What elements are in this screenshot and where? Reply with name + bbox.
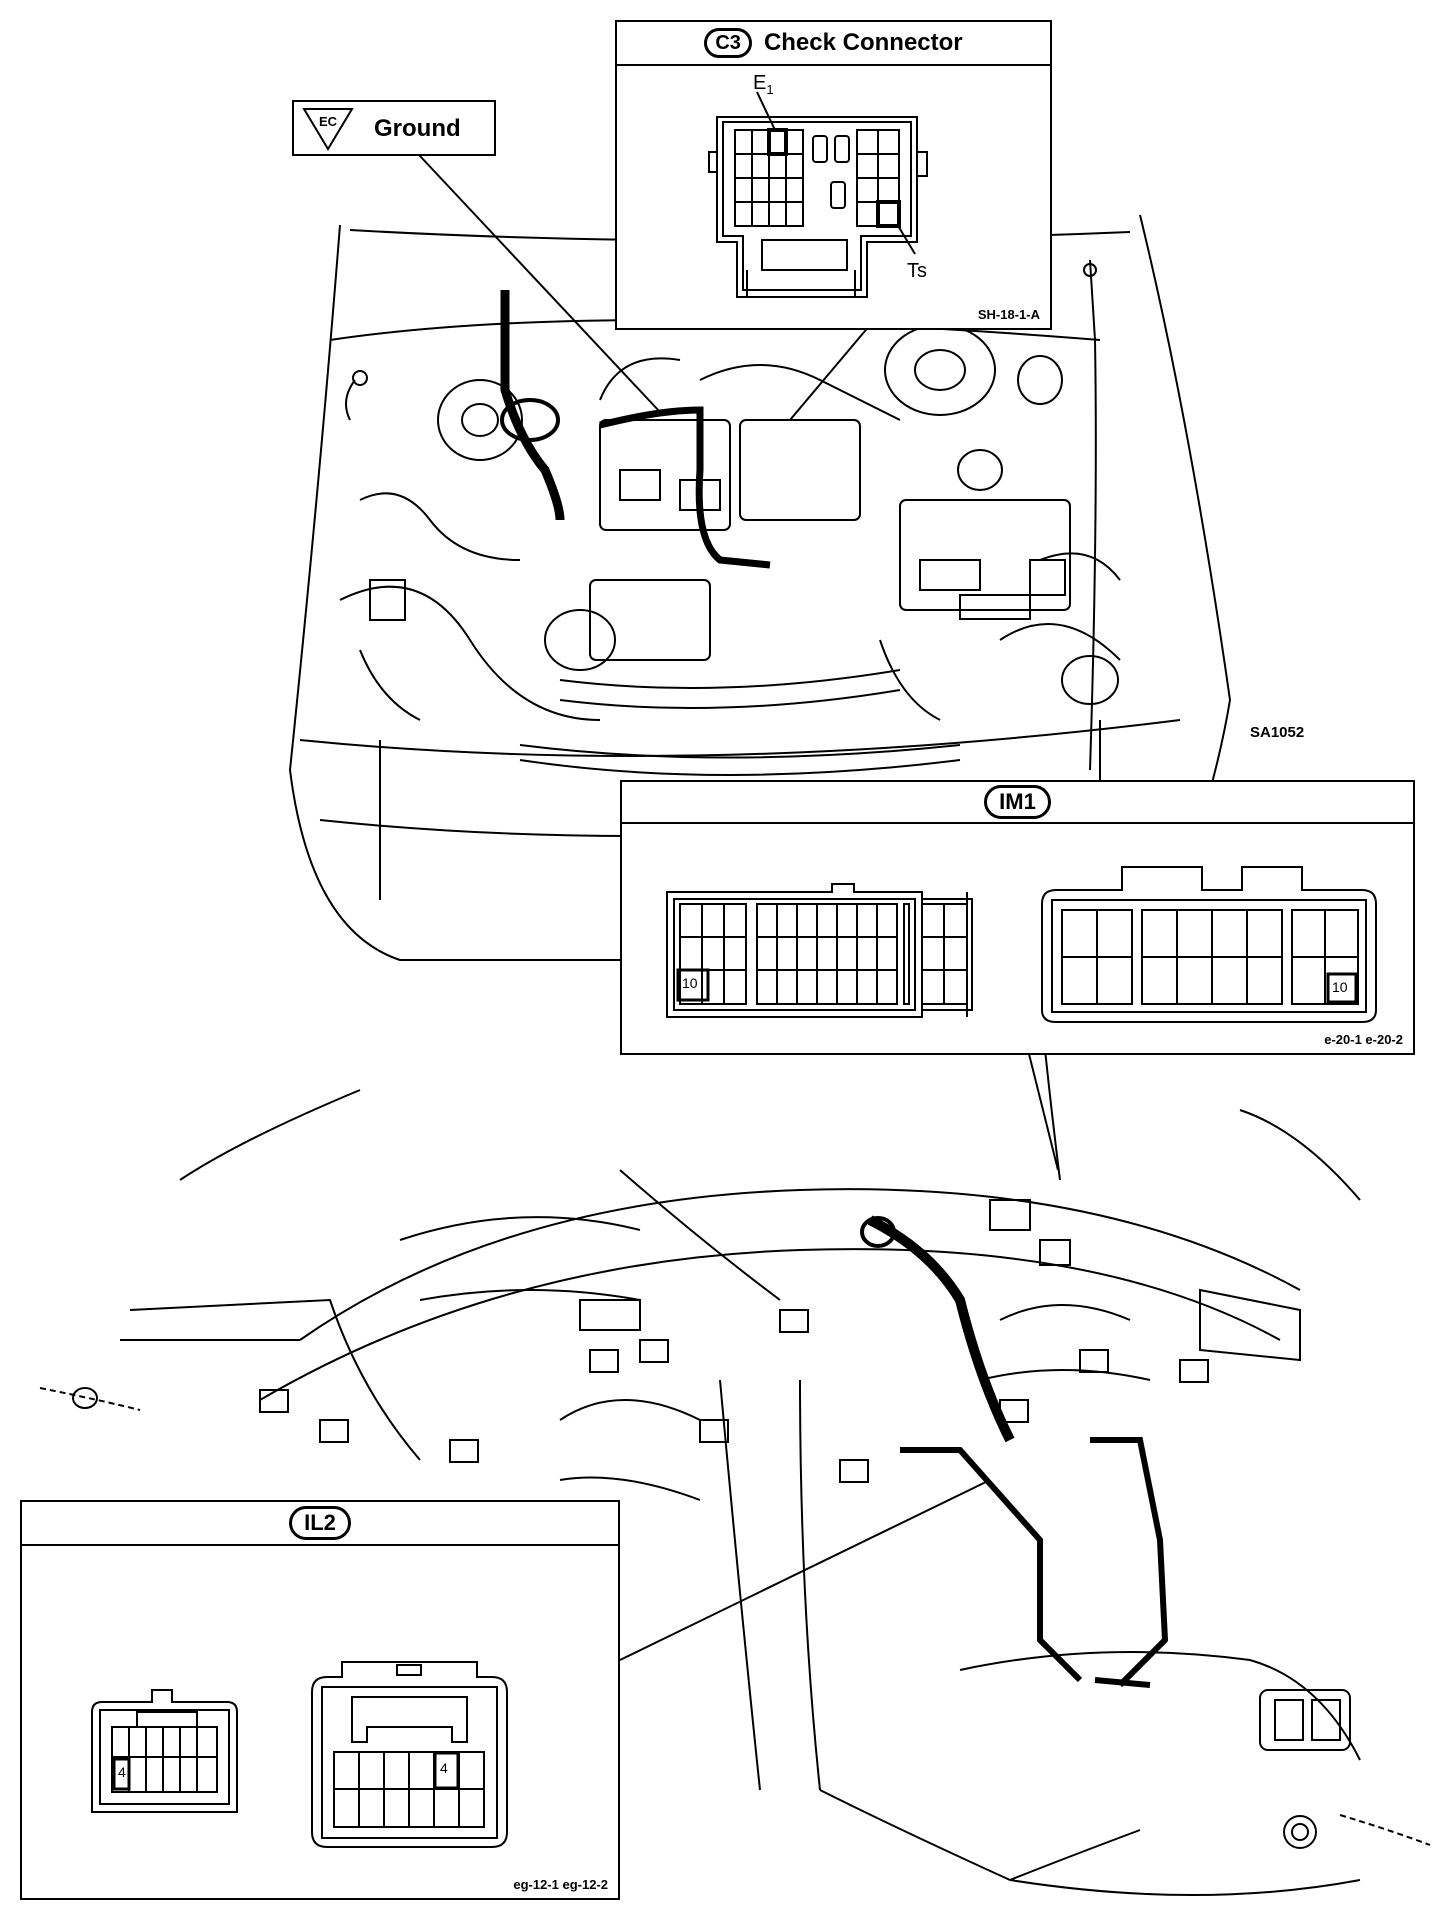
c3-panel-title: Check Connector [763,29,963,56]
im1-left-connector [666,883,973,1018]
il2-panel-header: IL2 [22,1502,618,1546]
il2-right-connector [311,1661,508,1848]
ground-label: Ground [374,115,461,142]
c3-badge: C3 [704,28,752,58]
c3-panel-header: C3 Check Connector [617,22,1050,66]
il2-connector-panel: IL2 4 4 eg-12-1 eg-12-2 [20,1500,620,1900]
c3-pin-e1-subscript: 1 [766,82,774,97]
im1-right-connector [1041,866,1377,1023]
il2-codes: eg-12-1 eg-12-2 [513,1877,608,1892]
figure-code: SA1052 [1250,724,1305,741]
im1-codes: e-20-1 e-20-2 [1324,1032,1403,1047]
c3-leader-line [789,324,871,421]
ground-label-box: EC Ground [292,100,496,156]
im1-panel-header: IM1 [622,782,1413,824]
c3-connector-drawing [708,91,928,298]
im1-leader-line [1027,1049,1059,1171]
il2-leader-line [619,1479,991,1661]
ground-leader-line [404,139,661,413]
im1-badge: IM1 [984,785,1051,819]
c3-code: SH-18-1-A [977,307,1040,322]
im1-connector-panel: IM1 10 10 e-20-1 [620,780,1415,1055]
c3-pin-e1-text: E [753,72,767,94]
dashboard-drawing [39,879,1431,1896]
il2-badge: IL2 [289,1506,351,1540]
il2-right-pin-label: 4 [440,1760,448,1776]
im1-right-pin-label: 10 [1332,979,1348,995]
ground-badge-text: EC [319,114,338,129]
il2-connectors-drawing [91,1661,508,1848]
im1-connectors-drawing [666,866,1377,1023]
il2-left-pin-label: 4 [118,1764,126,1780]
il2-left-connector [91,1689,238,1813]
im1-left-pin-label: 10 [682,975,698,991]
c3-pin-ts-label: Ts [907,260,927,282]
ground-triangle-icon: EC [302,108,354,151]
c3-pin-e1-label: E1 [753,72,774,97]
c3-check-connector-panel: C3 Check Connector E1 Ts SH-18-1-A [615,20,1052,330]
